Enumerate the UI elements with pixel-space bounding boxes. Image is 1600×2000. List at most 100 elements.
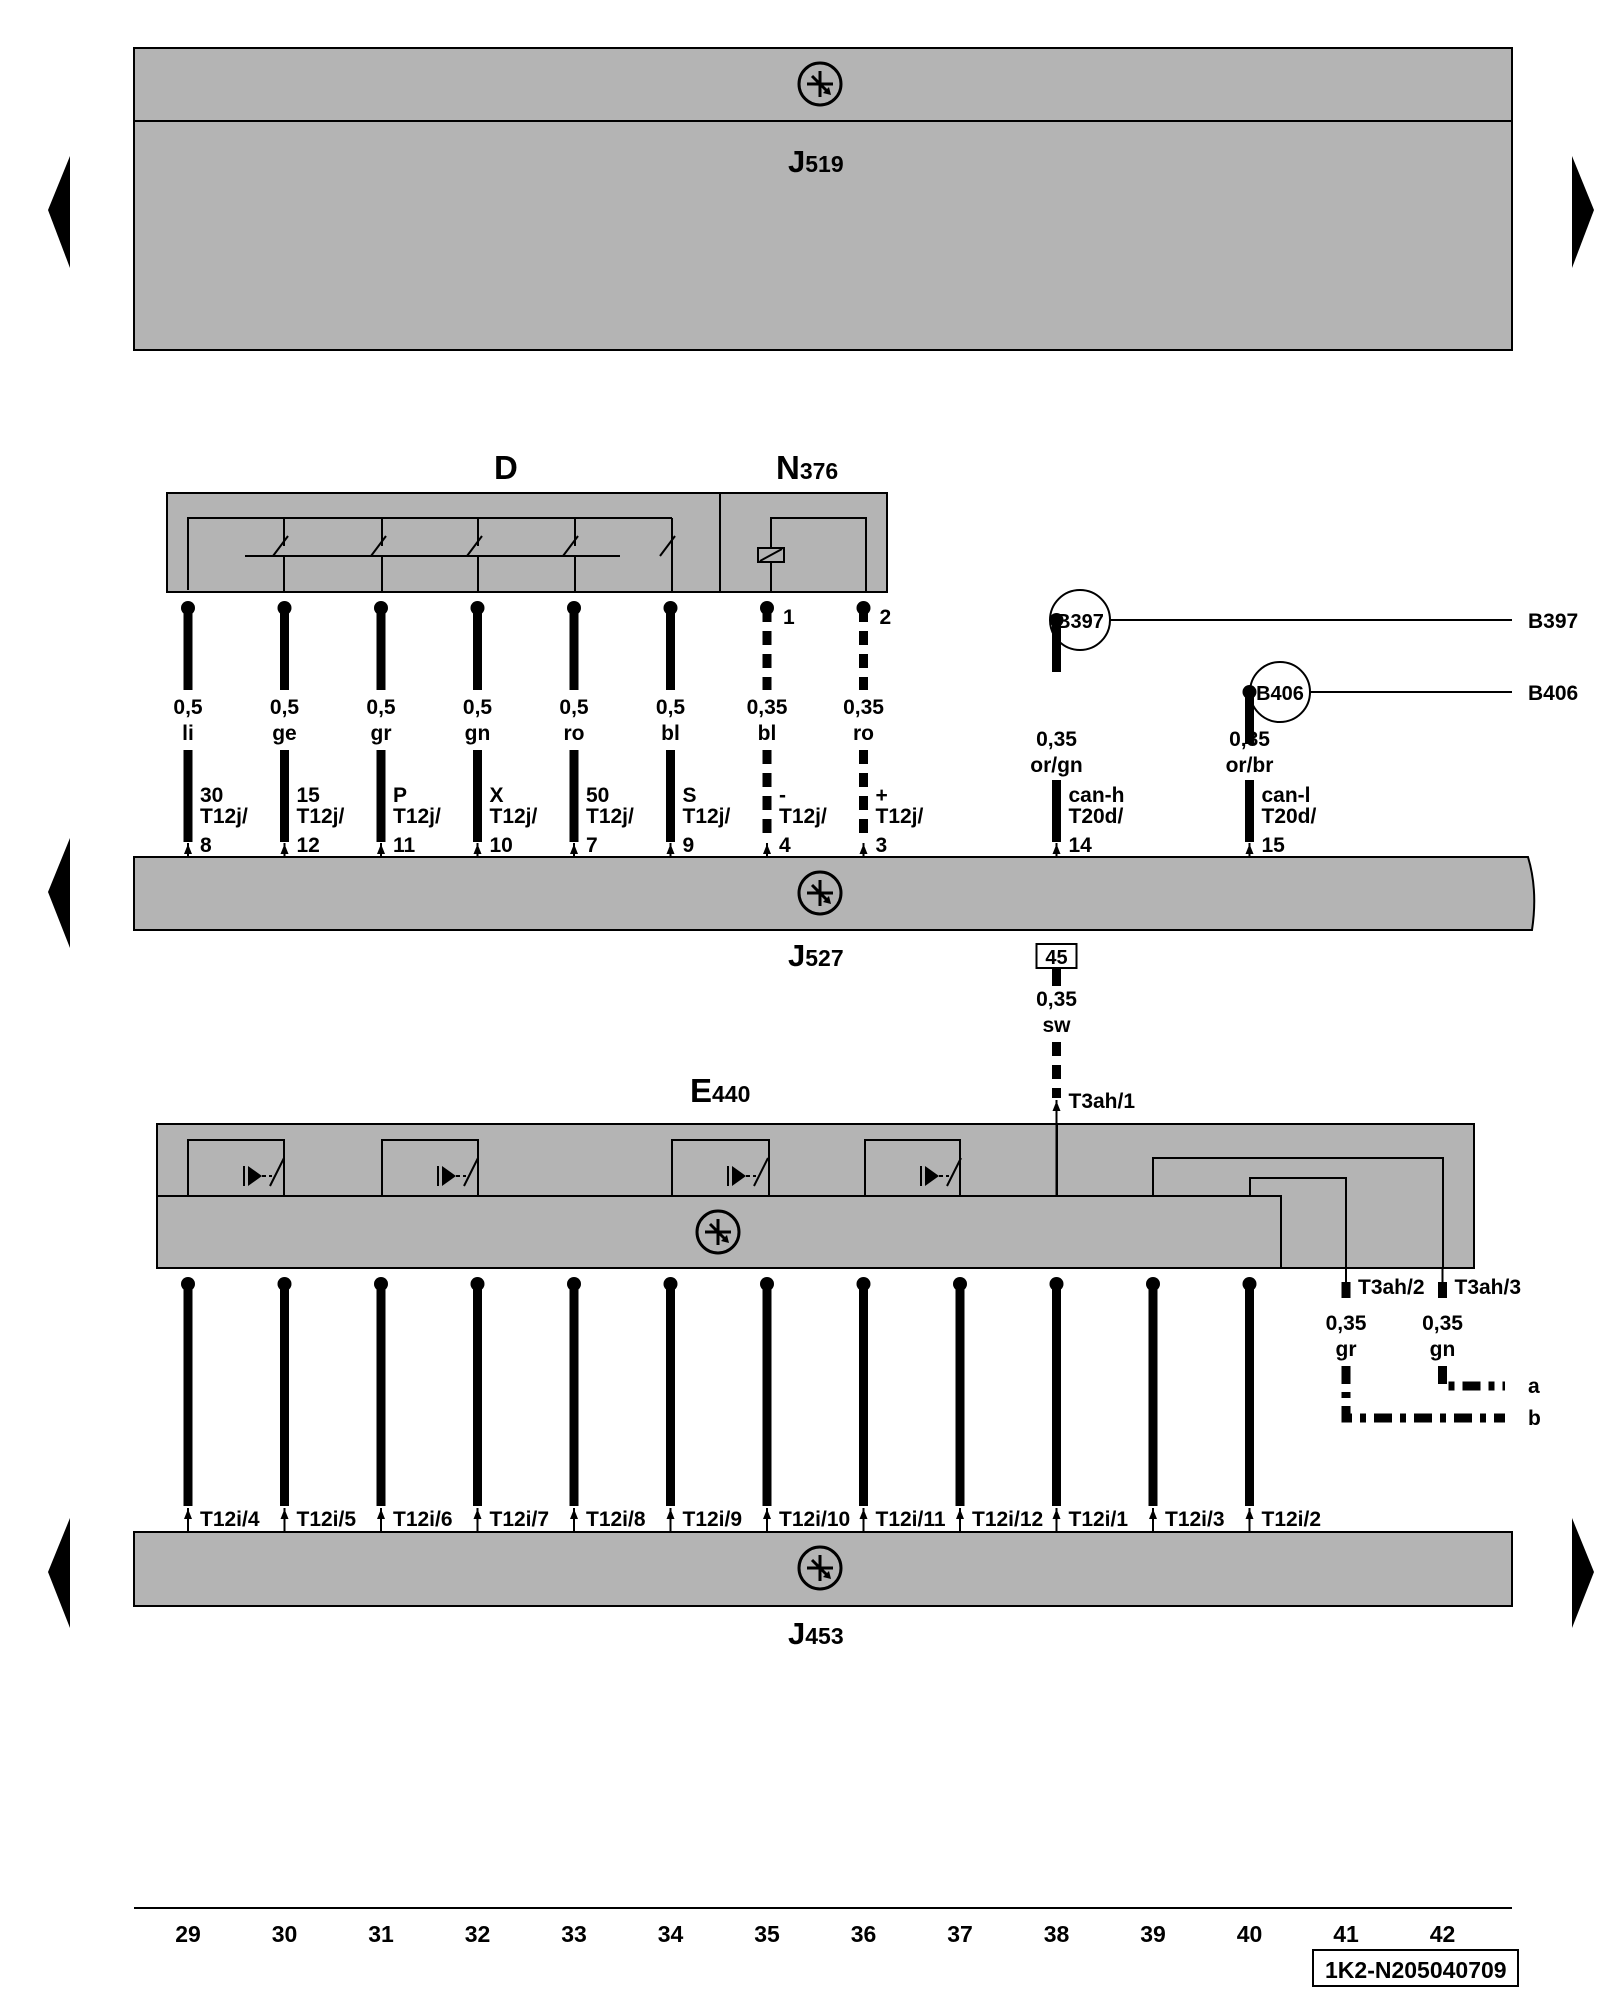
pin-label: 15 xyxy=(1262,834,1286,857)
connector-label: T12j/ xyxy=(200,805,248,828)
ground-point-label: 45 xyxy=(1045,947,1067,969)
connector-label: T12j/ xyxy=(393,805,441,828)
j527-label: J xyxy=(788,938,805,973)
top-wires: 0,5li30T12j/80,5ge15T12j/120,5grPT12j/11… xyxy=(173,601,924,857)
doc-code: 1K2-N205040709 xyxy=(1325,1957,1507,1983)
terminal-label: S xyxy=(683,784,697,807)
column-number: 40 xyxy=(1237,1921,1263,1947)
terminal-label: 30 xyxy=(200,784,223,807)
wire-size: 0,5 xyxy=(270,696,300,719)
wire-color: gr xyxy=(371,722,392,745)
connector-label: T12i/4 xyxy=(200,1508,260,1531)
terminal-label: 50 xyxy=(586,784,609,807)
connector-label: T12j/ xyxy=(490,805,538,828)
wire-size: 0,35 xyxy=(747,696,788,719)
wire-size: 0,35 xyxy=(1422,1312,1463,1335)
wire-color: gr xyxy=(1336,1338,1357,1361)
svg-text:N376: N376 xyxy=(776,449,838,486)
component-pin-label: 1 xyxy=(783,606,795,629)
wire-color: bl xyxy=(758,722,777,745)
wire-size: 0,35 xyxy=(1229,728,1270,751)
connector-label: T12i/7 xyxy=(490,1508,550,1531)
page-next-arrow-bottom[interactable] xyxy=(1572,1518,1594,1628)
column-number: 38 xyxy=(1044,1921,1070,1947)
connector-label: T12i/2 xyxy=(1262,1508,1322,1531)
component-pin-label: 2 xyxy=(880,606,892,629)
connector-label: T12j/ xyxy=(297,805,345,828)
pin-label: 12 xyxy=(297,834,320,857)
terminal-label: - xyxy=(779,784,786,807)
pin-label: 3 xyxy=(876,834,888,857)
d-label: D xyxy=(494,449,518,486)
page-prev-arrow-bottom[interactable] xyxy=(48,1518,70,1628)
column-number: 34 xyxy=(658,1921,684,1947)
terminal-label: X xyxy=(490,784,504,807)
pin-label: 9 xyxy=(683,834,695,857)
page-prev-arrow-middle[interactable] xyxy=(48,838,70,948)
wire-size: 0,5 xyxy=(463,696,493,719)
wire-color: bl xyxy=(661,722,680,745)
page-next-arrow[interactable] xyxy=(1572,156,1594,268)
connector-label: T12i/12 xyxy=(972,1508,1043,1531)
wire-size: 0,5 xyxy=(366,696,396,719)
unit-j453: J453 xyxy=(133,1531,1513,1651)
bus-reference-label: B406 xyxy=(1528,682,1578,705)
connector-label: T20d/ xyxy=(1069,805,1124,828)
reference-circle-label: B397 xyxy=(1056,611,1104,633)
unit-d-ignition-switch: D xyxy=(166,449,721,593)
terminal-label: can-h xyxy=(1069,784,1125,807)
connector-label: T12j/ xyxy=(779,805,827,828)
terminal-label: P xyxy=(393,784,407,807)
j519-label: J xyxy=(788,144,805,179)
wire-color: sw xyxy=(1042,1014,1071,1037)
connector-label: T12i/11 xyxy=(876,1508,946,1531)
connector-label: T12j/ xyxy=(683,805,731,828)
svg-text:J519: J519 xyxy=(788,144,844,179)
pin-label: 11 xyxy=(393,834,416,857)
reference-circle-label: B406 xyxy=(1256,683,1304,705)
pin-label: 7 xyxy=(586,834,598,857)
connector-label: T3ah/3 xyxy=(1455,1276,1522,1299)
exit-line-b xyxy=(1341,1366,1505,1423)
column-number: 33 xyxy=(561,1921,587,1947)
wire-color: li xyxy=(182,722,194,745)
connector-label: T12i/6 xyxy=(393,1508,453,1531)
column-number: 32 xyxy=(465,1921,491,1947)
wire-color: ro xyxy=(853,722,874,745)
column-number: 42 xyxy=(1430,1921,1456,1947)
wire-size: 0,35 xyxy=(843,696,884,719)
pin-label: 14 xyxy=(1069,834,1093,857)
wire-color: or/gn xyxy=(1030,754,1083,777)
wire-size: 0,5 xyxy=(559,696,589,719)
terminal-label: 15 xyxy=(297,784,321,807)
connector-label: T12i/3 xyxy=(1165,1508,1225,1531)
j453-label: J xyxy=(788,1616,805,1651)
terminal-label: + xyxy=(876,784,888,807)
connector-label: T3ah/1 xyxy=(1069,1090,1136,1113)
connector-label: T12i/10 xyxy=(779,1508,850,1531)
connector-label: T12i/8 xyxy=(586,1508,646,1531)
column-number: 31 xyxy=(368,1921,394,1947)
pin-label: 8 xyxy=(200,834,212,857)
connector-label: T12j/ xyxy=(586,805,634,828)
wire-color: ro xyxy=(564,722,585,745)
unit-j527: J527 xyxy=(133,856,1536,973)
unit-n376: N376 xyxy=(719,449,888,593)
wire-color: or/br xyxy=(1226,754,1274,777)
wire-size: 0,35 xyxy=(1326,1312,1367,1335)
e440-subscript: 440 xyxy=(712,1081,750,1107)
n376-label: N xyxy=(776,449,800,486)
pin-label: 10 xyxy=(490,834,513,857)
page-prev-arrow[interactable] xyxy=(48,156,70,268)
bus-reference-label: B397 xyxy=(1528,610,1578,633)
j519-subscript: 519 xyxy=(805,151,843,177)
j527-subscript: 527 xyxy=(805,945,843,971)
connector-label: T20d/ xyxy=(1262,805,1317,828)
